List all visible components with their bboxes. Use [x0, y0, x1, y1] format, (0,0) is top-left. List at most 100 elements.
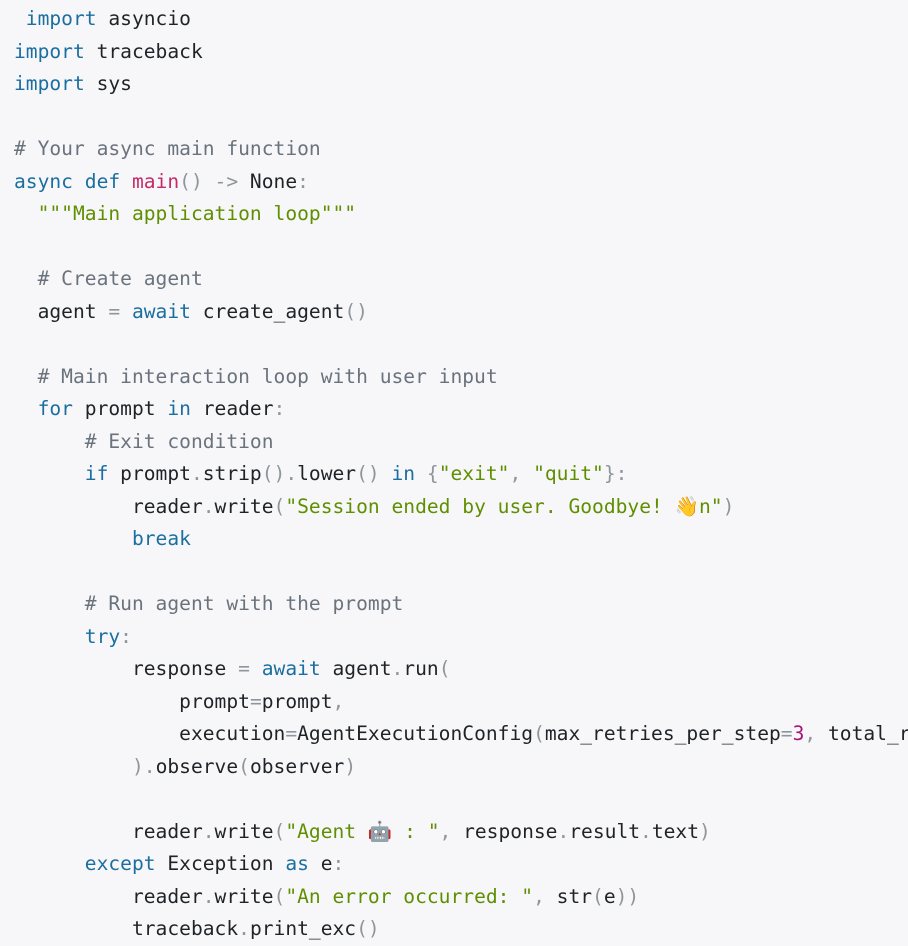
code-punctuation: (: [273, 494, 286, 518]
code-keyword: import: [14, 39, 85, 63]
code-text: [250, 657, 262, 680]
code-line: traceback.print_exc(): [14, 913, 908, 946]
code-line: execution=AgentExecutionConfig(max_retri…: [14, 718, 908, 751]
code-keyword: await: [131, 299, 191, 323]
code-punctuation: ,: [439, 819, 452, 843]
code-keyword: in: [391, 462, 416, 485]
code-text: [73, 170, 85, 193]
code-line: reader.write("Session ended by user. Goo…: [14, 491, 908, 524]
code-text: prompt: [108, 462, 191, 485]
code-punctuation: =: [780, 722, 793, 745]
code-comment: # Your async main function: [14, 137, 321, 160]
code-string: """Main application loop""": [37, 202, 357, 225]
code-text: agent: [320, 657, 392, 680]
code-punctuation: =: [285, 722, 298, 745]
code-punctuation: ).: [131, 754, 156, 778]
code-indent: [14, 430, 85, 453]
code-indent: [14, 852, 85, 875]
code-punctuation: :: [297, 169, 309, 193]
code-indent: [14, 820, 132, 843]
code-text: asyncio: [96, 7, 191, 30]
code-line: break: [14, 523, 908, 556]
code-comment: # Main interaction loop with user input: [37, 364, 498, 388]
code-indent: [14, 495, 132, 518]
code-indent: [14, 722, 179, 745]
code-text: lower: [297, 462, 357, 485]
code-text: [415, 462, 427, 485]
code-punctuation: =: [238, 657, 250, 680]
code-string: "exit": [438, 462, 510, 485]
code-string: "quit": [533, 462, 604, 485]
code-punctuation: .: [391, 657, 404, 680]
code-keyword: async: [14, 169, 73, 193]
code-text: result: [569, 819, 641, 843]
code-text: observer: [249, 754, 345, 778]
code-punctuation: (: [238, 754, 250, 778]
code-punctuation: (: [592, 884, 604, 908]
code-line: [14, 101, 908, 134]
code-string: "An error occurred: ": [285, 884, 534, 908]
code-keyword: as: [285, 852, 309, 875]
code-text: reader: [190, 397, 274, 420]
code-indent: [14, 300, 38, 323]
code-keyword: break: [131, 527, 191, 550]
code-indent: [14, 527, 132, 550]
code-text: strip: [202, 462, 262, 485]
code-line: import traceback: [14, 36, 908, 69]
code-line: if prompt.strip().lower() in {"exit", "q…: [14, 458, 908, 491]
code-line: [14, 783, 908, 816]
code-indent: [14, 462, 85, 485]
code-comment: # Exit condition: [84, 429, 274, 453]
code-punctuation: (: [533, 722, 545, 745]
code-text: None: [238, 169, 298, 193]
code-text: reader: [131, 494, 203, 518]
code-indent: [14, 657, 132, 680]
code-line: response = await agent.run(: [14, 653, 908, 686]
code-text: execution: [179, 722, 286, 745]
code-text: [380, 462, 392, 485]
code-text: traceback: [131, 917, 239, 940]
code-punctuation: ): [722, 494, 735, 518]
code-punctuation: ().: [261, 462, 298, 485]
code-text: [120, 170, 132, 193]
code-line: # Run agent with the prompt: [14, 588, 908, 621]
code-text: run: [403, 657, 439, 680]
code-line: try:: [14, 621, 908, 654]
code-keyword: for: [37, 397, 73, 420]
code-indent: [14, 885, 132, 908]
code-text: traceback: [84, 39, 203, 63]
code-function-name: main: [131, 169, 180, 193]
code-punctuation: .: [202, 819, 215, 843]
code-punctuation: ->: [214, 169, 239, 193]
code-punctuation: (): [344, 299, 368, 323]
code-punctuation: ,: [804, 722, 817, 745]
code-punctuation: }:: [603, 462, 628, 485]
code-punctuation: ): [344, 754, 357, 778]
code-indent: [14, 690, 179, 713]
code-line: ).observe(observer): [14, 751, 908, 784]
code-string: "Agent 🤖 : ": [285, 819, 440, 843]
code-line: [14, 231, 908, 264]
code-punctuation: .: [190, 462, 203, 485]
code-line: import asyncio: [14, 3, 908, 36]
code-punctuation: .: [557, 819, 570, 843]
code-number: 3: [792, 722, 805, 745]
code-punctuation: :: [332, 852, 345, 875]
code-text: write: [214, 819, 274, 843]
code-punctuation: (): [356, 917, 380, 940]
code-punctuation: =: [108, 299, 121, 323]
code-text: print_exc: [249, 917, 357, 940]
code-keyword: import: [14, 72, 85, 95]
code-punctuation: (: [438, 657, 451, 680]
code-punctuation: .: [640, 819, 652, 843]
code-text: prompt: [261, 689, 333, 713]
code-comment: # Run agent with the prompt: [84, 592, 404, 615]
code-indent: [14, 755, 132, 778]
code-keyword: import: [25, 7, 97, 30]
code-text: [203, 170, 215, 193]
code-text: sys: [84, 72, 132, 95]
code-text: prompt: [179, 689, 250, 713]
code-punctuation: :: [120, 624, 132, 648]
